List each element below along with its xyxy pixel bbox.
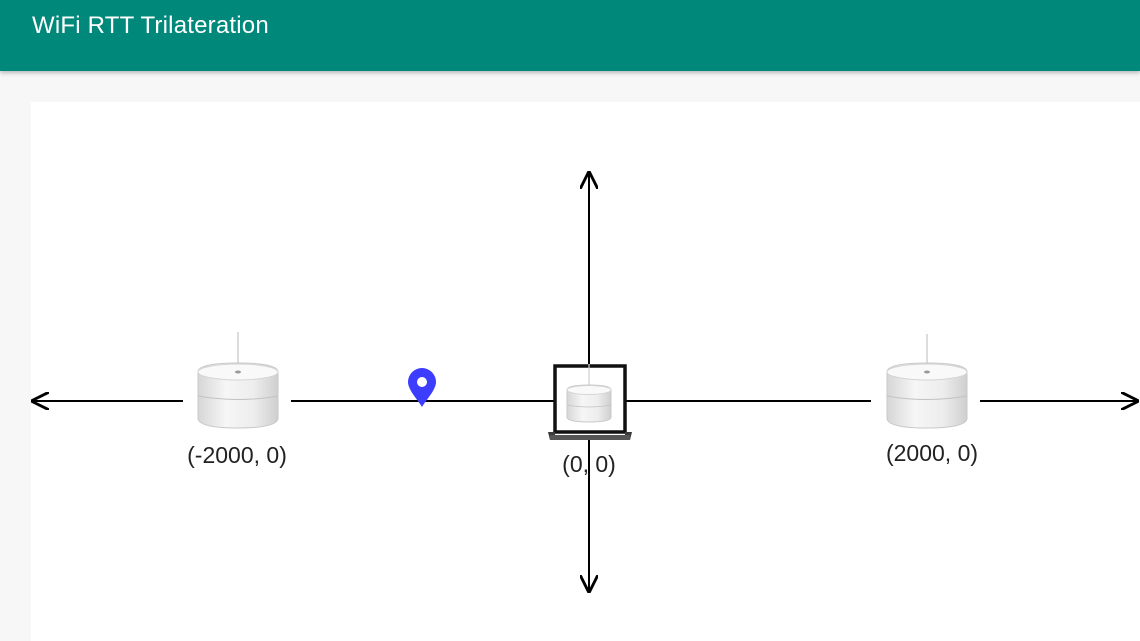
- location-pin-icon: [408, 368, 436, 407]
- trilateration-diagram: (-2000, 0) (2000, 0) (: [31, 102, 1140, 641]
- wifi-router-icon: [886, 334, 968, 429]
- router-center-label: (0, 0): [562, 451, 616, 477]
- trilateration-canvas: (-2000, 0) (2000, 0) (: [31, 102, 1140, 641]
- app-title: WiFi RTT Trilateration: [32, 12, 269, 39]
- router-right-label: (2000, 0): [886, 440, 978, 466]
- main-content: (-2000, 0) (2000, 0) (: [0, 71, 1140, 641]
- app-bar: WiFi RTT Trilateration: [0, 0, 1140, 71]
- wifi-router-icon: [197, 332, 279, 429]
- wifi-router-icon: [566, 364, 612, 423]
- router-left-label: (-2000, 0): [187, 442, 287, 468]
